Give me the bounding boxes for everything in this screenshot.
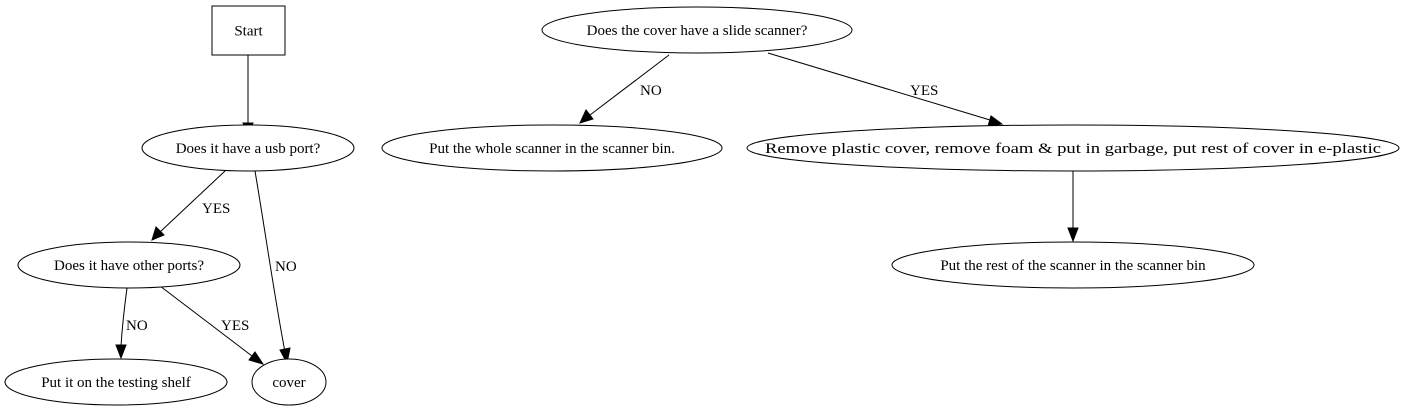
node-rest-scanner: Put the rest of the scanner in the scann… (891, 241, 1255, 289)
edge-label-usb-no: NO (275, 259, 297, 275)
edge-other-ports-to-cover (159, 285, 265, 365)
edge-start-to-usb-port (242, 55, 254, 138)
edge-other-ports-to-testing-shelf (115, 287, 128, 360)
edge-usb-port-to-other-ports (151, 170, 226, 241)
node-other-ports-label: Does it have other ports? (54, 258, 204, 274)
node-testing-shelf-label: Put it on the testing shelf (41, 375, 191, 391)
node-usb-port: Does it have a usb port? (141, 124, 355, 172)
node-remove-cover: Remove plastic cover, remove foam & put … (746, 124, 1400, 172)
node-cover: cover (251, 358, 327, 406)
edge-label-slide-yes: YES (910, 83, 938, 99)
node-remove-cover-label: Remove plastic cover, remove foam & put … (765, 141, 1381, 157)
node-other-ports: Does it have other ports? (17, 241, 241, 289)
node-rest-scanner-label: Put the rest of the scanner in the scann… (940, 258, 1206, 274)
node-whole-scanner-label: Put the whole scanner in the scanner bin… (429, 141, 675, 157)
node-slide-scanner-label: Does the cover have a slide scanner? (587, 23, 808, 39)
edge-remove-cover-to-rest-scanner (1067, 171, 1079, 243)
node-cover-label: cover (272, 375, 305, 391)
edge-label-usb-yes: YES (202, 201, 230, 217)
edge-label-other-no: NO (126, 318, 148, 334)
edge-label-other-yes: YES (221, 318, 249, 334)
node-usb-port-label: Does it have a usb port? (176, 141, 321, 157)
node-slide-scanner: Does the cover have a slide scanner? (541, 6, 853, 54)
edge-slide-scanner-to-remove-cover (767, 52, 1004, 127)
node-whole-scanner: Put the whole scanner in the scanner bin… (381, 124, 723, 172)
edge-slide-scanner-to-whole-scanner (579, 54, 670, 124)
edge-label-slide-no: NO (640, 83, 662, 99)
node-start: Start (211, 5, 286, 56)
node-testing-shelf: Put it on the testing shelf (4, 358, 228, 406)
node-start-label: Start (234, 24, 263, 40)
